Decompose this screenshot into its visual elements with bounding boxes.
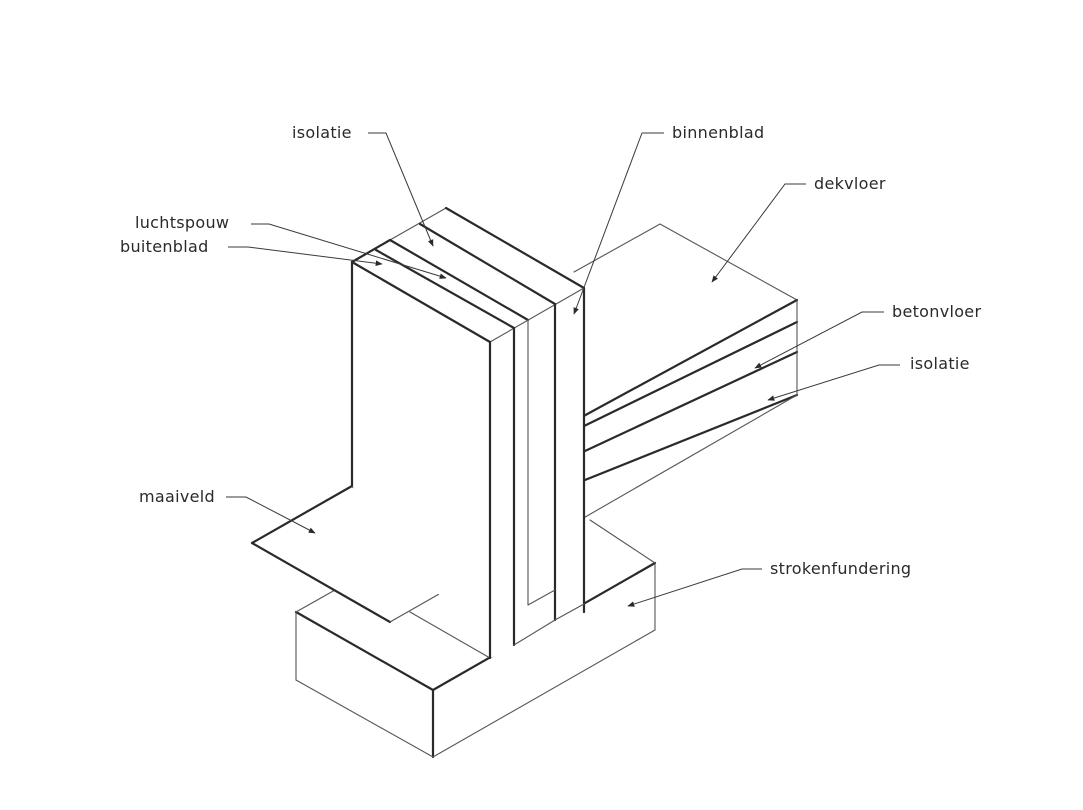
cavity-wall — [350, 206, 586, 660]
label-dekvloer: dekvloer — [814, 174, 886, 193]
label-betonvloer: betonvloer — [892, 302, 982, 321]
label-maaiveld: maaiveld — [139, 487, 215, 506]
label-binnenblad: binnenblad — [672, 123, 765, 142]
leader-lines — [226, 132, 900, 607]
label-isolatie-wall: isolatie — [292, 123, 352, 142]
floor-slab — [553, 223, 799, 521]
label-buitenblad: buitenblad — [120, 237, 209, 256]
label-strokenfundering: strokenfundering — [770, 559, 912, 578]
label-luchtspouw: luchtspouw — [135, 213, 230, 232]
label-isolatie-floor: isolatie — [910, 354, 970, 373]
